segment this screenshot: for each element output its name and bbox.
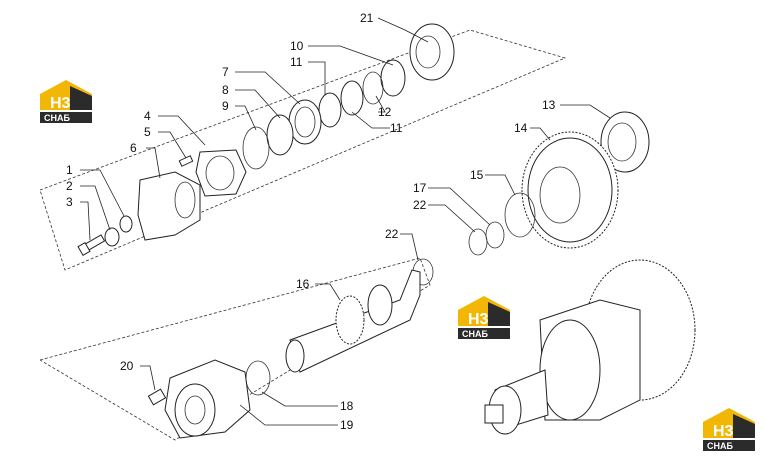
callout-4: 4: [144, 109, 151, 123]
callout-13: 13: [542, 98, 556, 112]
callout-18: 18: [340, 399, 354, 413]
brand-logo-center: H3 CHAБ: [458, 296, 510, 339]
part-13-bearing: [600, 111, 650, 173]
callout-7: 7: [222, 65, 229, 79]
callout-9: 9: [222, 99, 229, 113]
callout-6: 6: [130, 141, 137, 155]
part-7-bearing: [288, 99, 322, 145]
callout-22-top: 22: [413, 198, 427, 212]
brand-logo-right: H3 CHAБ: [703, 408, 755, 451]
callout-15: 15: [470, 168, 484, 182]
part-4-flange: [195, 149, 247, 197]
callout-10: 10: [290, 39, 304, 53]
part-11-ring-a: [340, 80, 364, 116]
part-19-hub: [164, 359, 251, 439]
callout-5: 5: [144, 125, 151, 139]
callout-20: 20: [120, 359, 134, 373]
part-10-ring: [380, 59, 406, 97]
logo-mark: H3: [468, 311, 489, 328]
part-16-shaft: [285, 269, 421, 373]
callout-3: 3: [66, 195, 73, 209]
callout-22-bottom: 22: [385, 227, 399, 241]
logo-mark: H3: [713, 423, 734, 440]
part-11-ring-b: [318, 92, 342, 128]
logo-text: CHAБ: [462, 329, 488, 339]
part-14-gear: [521, 131, 619, 249]
part-6-yoke: [137, 171, 201, 241]
assembly-dashed-outline-lower: [39, 257, 431, 441]
part-3-bolt: [77, 234, 106, 257]
callout-14: 14: [514, 121, 528, 135]
part-17-snap-ring: [485, 221, 505, 249]
part-5-bolt: [178, 155, 194, 167]
part-1-ring: [119, 215, 133, 233]
part-8-ring: [266, 114, 294, 156]
brand-logo-left: H3 CHAБ: [40, 80, 92, 123]
callout-19: 19: [340, 418, 354, 432]
logo-text: CHAБ: [44, 113, 70, 123]
callout-1: 1: [66, 163, 73, 177]
callout-12: 12: [378, 105, 392, 119]
callout-8: 8: [222, 83, 229, 97]
part-9-o-ring: [242, 126, 270, 170]
part-12-snap-ring: [362, 71, 384, 105]
logo-mark: H3: [50, 95, 71, 112]
part-20-spring: [147, 388, 167, 406]
callout-17: 17: [413, 181, 427, 195]
part-21-disc: [409, 23, 455, 81]
part-22-snap-ring-a: [468, 228, 488, 256]
callout-11-bottom: 11: [390, 121, 403, 135]
callout-labels: 21 10 11 7 8 9 12 11 4 5 6 1 2 3 13 14 1…: [66, 11, 556, 432]
callout-21: 21: [360, 11, 374, 25]
callout-2: 2: [66, 179, 73, 193]
leader-lines: [80, 17, 611, 426]
part-2-washer: [104, 227, 120, 247]
callout-16: 16: [296, 277, 310, 291]
logo-text: CHAБ: [707, 441, 733, 451]
part-15-ring: [504, 192, 536, 238]
assembled-view: [484, 259, 696, 435]
part-18-o-ring: [245, 360, 271, 396]
assembly-dashed-outline: [39, 29, 567, 271]
callout-11-top: 11: [290, 55, 303, 69]
